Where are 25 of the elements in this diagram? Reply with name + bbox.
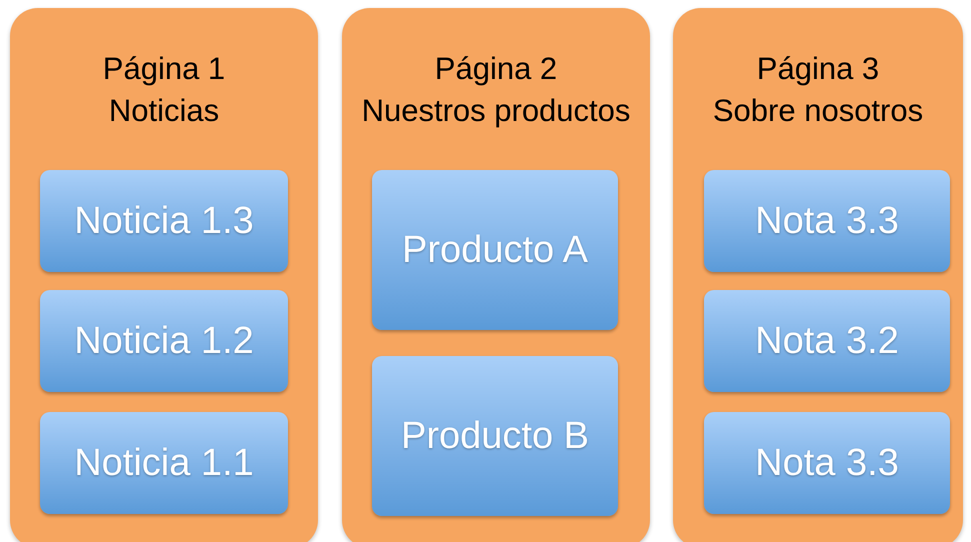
panel-title: Sobre nosotros: [712, 92, 924, 130]
item-label: Nota 3.3: [755, 199, 899, 244]
item-label: Nota 3.2: [755, 319, 899, 364]
item-label: Nota 3.3: [755, 441, 899, 486]
item-box: [372, 170, 618, 330]
item-label: Producto A: [402, 228, 588, 273]
item-box: [372, 356, 618, 516]
item-box: [40, 290, 288, 392]
item-label: Noticia 1.1: [74, 441, 254, 486]
page-panel: [342, 8, 650, 542]
item-label: Noticia 1.2: [74, 319, 254, 364]
page-panel: [10, 8, 318, 542]
panel-title: Página 3: [756, 50, 880, 88]
item-label: Noticia 1.3: [74, 199, 254, 244]
panel-title: Nuestros productos: [362, 92, 630, 130]
panel-title: Noticias: [108, 92, 220, 130]
panel-title: Página 1: [102, 50, 226, 88]
item-label: Producto B: [401, 414, 589, 459]
item-box: [40, 412, 288, 514]
panel-title: Página 2: [434, 50, 558, 88]
item-box: [704, 170, 950, 272]
item-box: [704, 412, 950, 514]
page-panel: [673, 8, 963, 542]
item-box: [704, 290, 950, 392]
item-box: [40, 170, 288, 272]
